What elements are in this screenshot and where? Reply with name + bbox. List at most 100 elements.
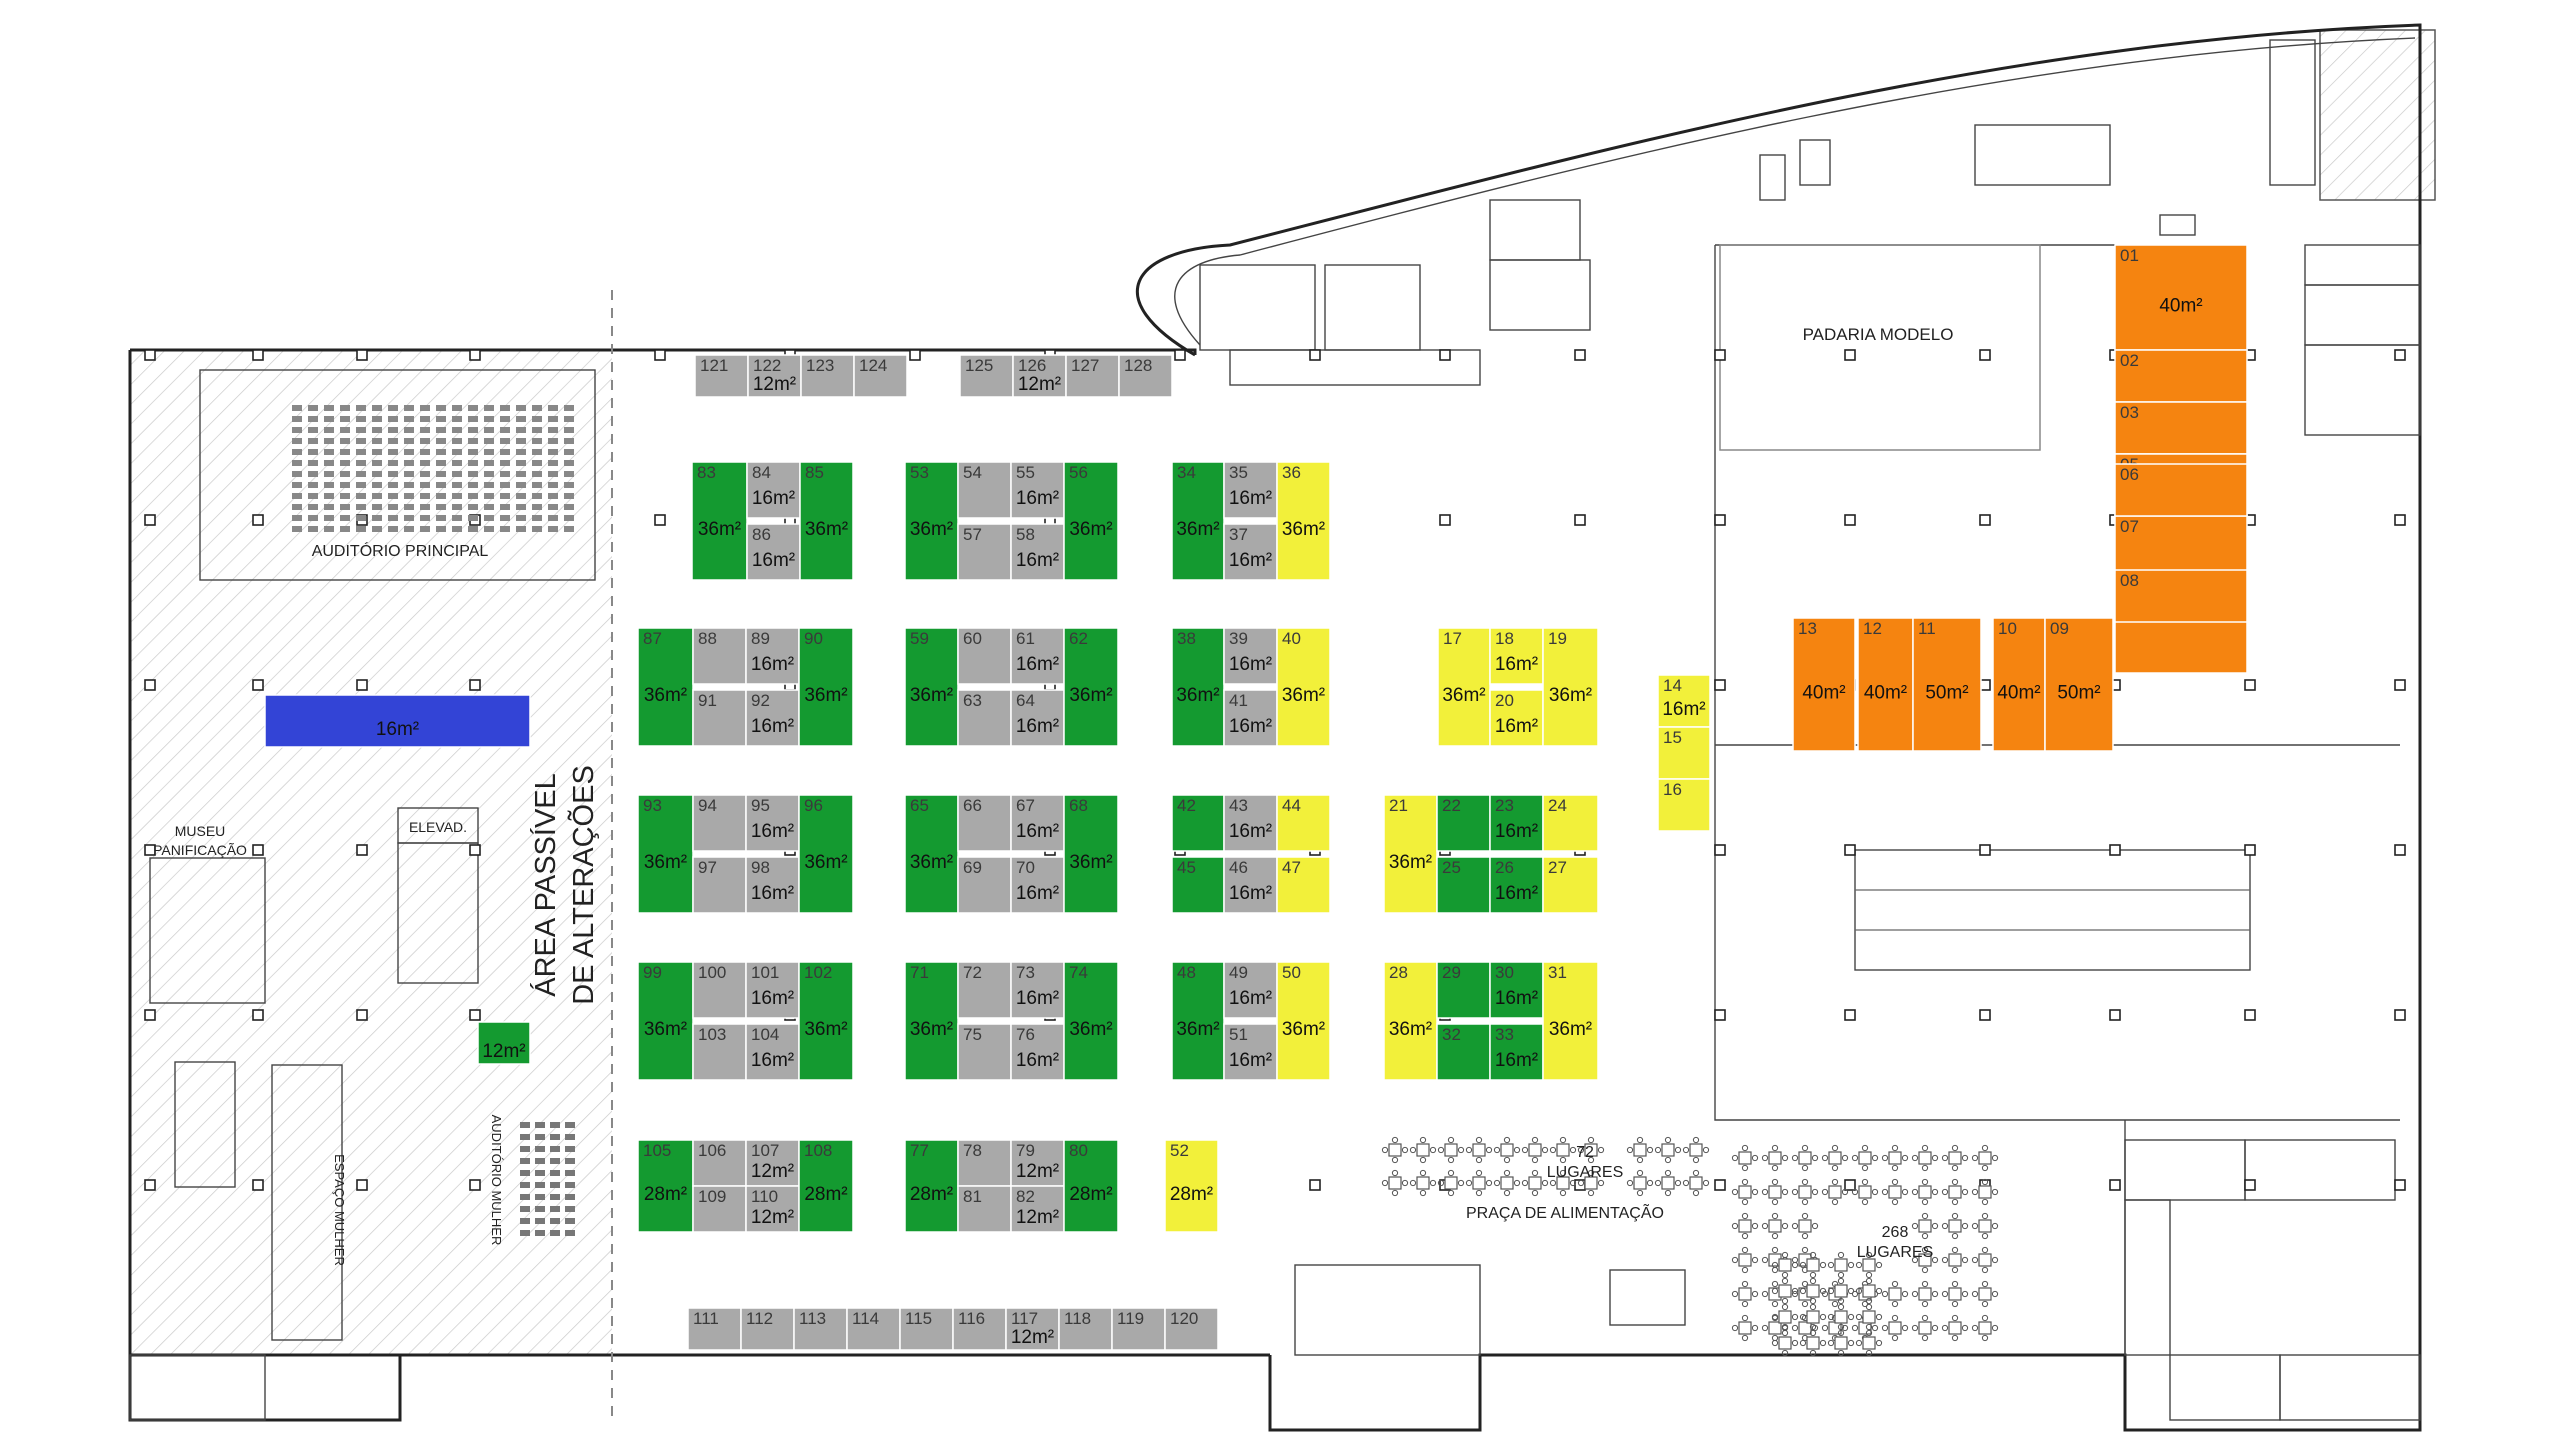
booth-116[interactable]: 116 bbox=[952, 1307, 1007, 1351]
booth-27[interactable]: 27 bbox=[1542, 856, 1599, 914]
booth-72[interactable]: 72 bbox=[957, 961, 1012, 1019]
booth-45[interactable]: 45 bbox=[1171, 856, 1225, 914]
booth-114[interactable]: 114 bbox=[846, 1307, 901, 1351]
booth-113[interactable]: 113 bbox=[793, 1307, 848, 1351]
booth-02[interactable]: 02 bbox=[2114, 349, 2248, 403]
booth-24[interactable]: 24 bbox=[1542, 794, 1599, 852]
booth-111[interactable]: 111 bbox=[687, 1307, 742, 1351]
booth-124[interactable]: 124 bbox=[853, 354, 908, 398]
booth-03[interactable]: 03 bbox=[2114, 401, 2248, 455]
booth-121[interactable]: 121 bbox=[694, 354, 749, 398]
booth-78[interactable]: 78 bbox=[957, 1139, 1012, 1187]
booth-unnumbered-129[interactable]: 12m² bbox=[477, 1021, 531, 1065]
booth-69[interactable]: 69 bbox=[957, 856, 1012, 914]
booth-81[interactable]: 81 bbox=[957, 1185, 1012, 1233]
booth-119[interactable]: 119 bbox=[1111, 1307, 1166, 1351]
booth-103[interactable]: 103 bbox=[692, 1023, 747, 1081]
booth-47[interactable]: 47 bbox=[1276, 856, 1331, 914]
booth-57[interactable]: 57 bbox=[957, 523, 1012, 581]
booth-08[interactable]: 08 bbox=[2114, 569, 2248, 623]
booth-128[interactable]: 128 bbox=[1118, 354, 1173, 398]
booth-63[interactable]: 63 bbox=[957, 689, 1012, 747]
booth-97[interactable]: 97 bbox=[692, 856, 747, 914]
booth-112[interactable]: 112 bbox=[740, 1307, 795, 1351]
booth-15[interactable]: 15 bbox=[1657, 726, 1711, 780]
booth-66[interactable]: 66 bbox=[957, 794, 1012, 852]
booth-06[interactable]: 06 bbox=[2114, 463, 2248, 517]
booth-32[interactable]: 32 bbox=[1436, 1023, 1491, 1081]
booth-75[interactable]: 75 bbox=[957, 1023, 1012, 1081]
booth-16[interactable]: 16 bbox=[1657, 778, 1711, 832]
booth-25[interactable]: 25 bbox=[1436, 856, 1491, 914]
booth-54[interactable]: 54 bbox=[957, 461, 1012, 519]
booth-42[interactable]: 42 bbox=[1171, 794, 1225, 852]
booth-127[interactable]: 127 bbox=[1065, 354, 1120, 398]
booth-88[interactable]: 88 bbox=[692, 627, 747, 685]
booth-91[interactable]: 91 bbox=[692, 689, 747, 747]
booth-118[interactable]: 118 bbox=[1058, 1307, 1113, 1351]
booth-106[interactable]: 106 bbox=[692, 1139, 747, 1187]
booth-94[interactable]: 94 bbox=[692, 794, 747, 852]
booth-22[interactable]: 22 bbox=[1436, 794, 1491, 852]
